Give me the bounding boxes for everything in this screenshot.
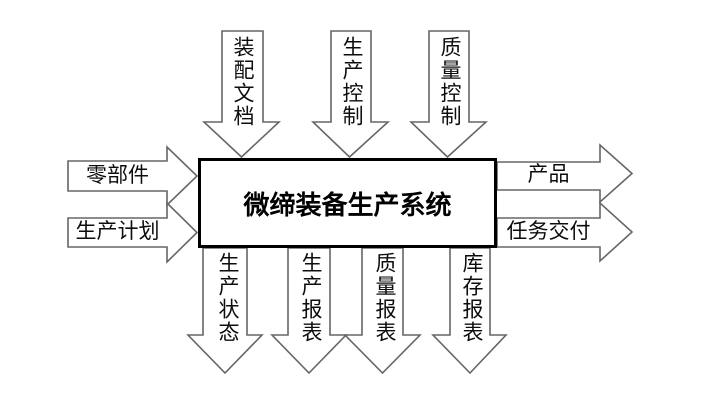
- left-input-label-parts: 零部件: [86, 164, 149, 187]
- bottom-output-label-production-report: 生产报表: [299, 252, 322, 344]
- bottom-output-arrow-1: [186, 247, 264, 375]
- left-input-arrow-2: [67, 201, 199, 264]
- bottom-output-arrow-2: [270, 247, 348, 375]
- right-output-arrow-2: [496, 201, 634, 263]
- bottom-output-label-production-status: 生产状态: [216, 252, 239, 344]
- right-output-label-task-delivery: 任务交付: [506, 220, 591, 243]
- right-output-label-product: 产品: [527, 163, 570, 186]
- bottom-output-arrow-4: [431, 247, 508, 375]
- top-input-arrow-2: [311, 30, 391, 159]
- right-output-arrow-1: [496, 143, 634, 204]
- left-input-arrow-1: [67, 145, 199, 207]
- left-input-label-production-plan: 生产计划: [75, 220, 160, 243]
- bottom-output-arrow-3: [343, 247, 422, 375]
- top-input-label-production-control: 生产控制: [340, 36, 363, 128]
- top-input-label-quality-control: 质量控制: [438, 36, 461, 128]
- bottom-output-label-inventory-report: 库存报表: [460, 252, 483, 344]
- top-input-label-assembly-docs: 装配文档: [231, 36, 254, 128]
- top-input-arrow-3: [409, 30, 489, 159]
- top-input-arrow-1: [201, 30, 282, 159]
- system-box-title: 微缔装备生产系统: [243, 189, 452, 220]
- bottom-output-label-quality-report: 质量报表: [373, 252, 396, 344]
- system-box: 微缔装备生产系统: [198, 158, 497, 248]
